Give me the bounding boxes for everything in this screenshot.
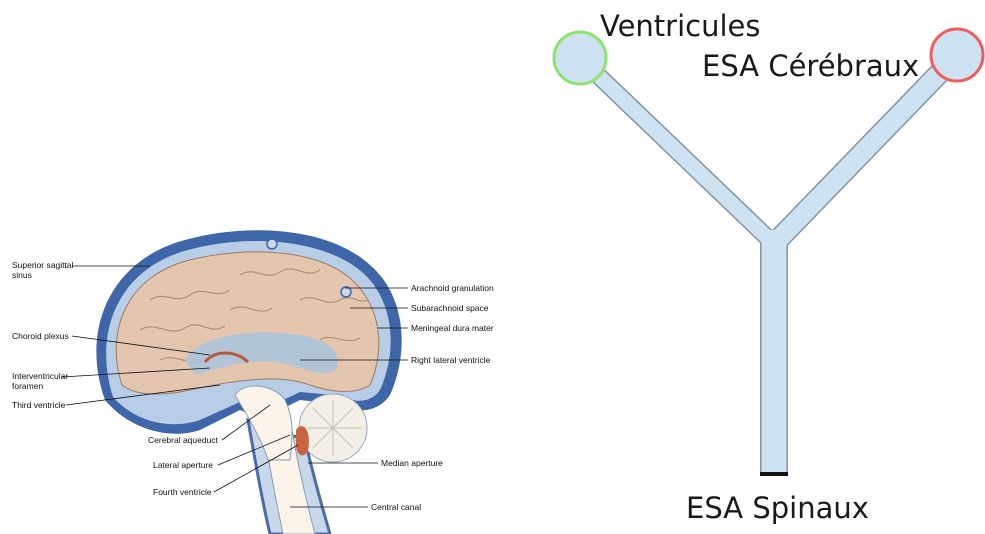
arachnoid-granulation-bump (267, 239, 277, 249)
label-median-aperture: Median aperture (381, 458, 443, 468)
cerebellum (299, 394, 367, 462)
label-arachnoid-granulation: Arachnoid granulation (411, 283, 494, 293)
label-superior-sagittal-sinus-line2: sinus (12, 270, 32, 280)
label-meningeal-dura-mater: Meningeal dura mater (411, 323, 494, 333)
y-compartment-diagram: Ventricules ESA Cérébraux ESA Spinaux (554, 9, 983, 525)
label-choroid-plexus: Choroid plexus (12, 331, 69, 341)
esa-cerebraux-node (931, 29, 983, 81)
label-esa-cerebraux: ESA Cérébraux (702, 49, 919, 83)
arachnoid-granulation-bump-2 (341, 287, 351, 297)
label-esa-spinaux: ESA Spinaux (686, 491, 869, 525)
label-interventricular-foramen-line1: Interventricular (12, 371, 68, 381)
label-superior-sagittal-sinus-line1: Superior sagittal (12, 260, 74, 270)
y-tube-fill (580, 55, 957, 474)
brain-csf-diagram: Superior sagittal sinus Choroid plexus I… (12, 230, 494, 534)
label-subarachnoid-space: Subarachnoid space (411, 303, 489, 313)
label-cerebral-aqueduct: Cerebral aqueduct (148, 435, 219, 445)
label-ventricules: Ventricules (600, 9, 761, 43)
label-third-ventricle: Third ventricle (12, 400, 66, 410)
label-fourth-ventricle: Fourth ventricle (153, 487, 212, 497)
label-lateral-aperture: Lateral aperture (153, 460, 213, 470)
label-right-lateral-ventricle: Right lateral ventricle (411, 355, 491, 365)
ventricules-node (554, 32, 606, 84)
spinal-tube-end-cap (760, 472, 788, 476)
label-interventricular-foramen-line2: foramen (12, 381, 43, 391)
label-central-canal: Central canal (371, 502, 421, 512)
